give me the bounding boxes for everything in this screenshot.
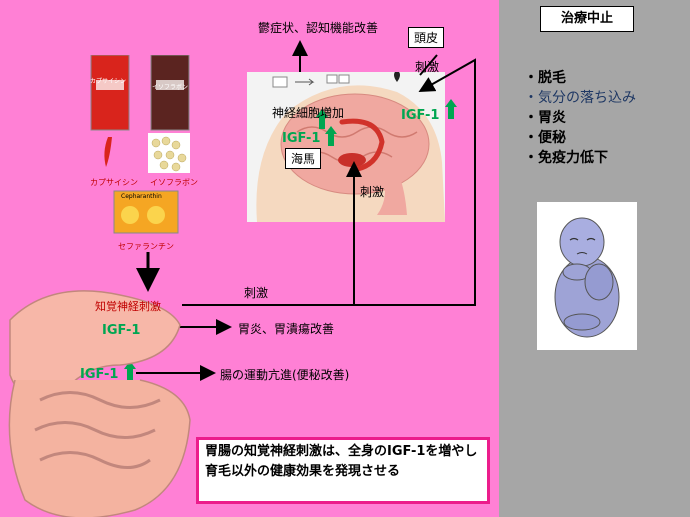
stimulus-label-scalp: 刺激 [415, 60, 440, 74]
package-text-capsaicin: カプサイシン [90, 78, 127, 85]
digestive-tract-illustration [8, 290, 191, 517]
scalp-label: 頭皮 [408, 27, 445, 48]
capsaicin-label: カプサイシン [90, 178, 138, 187]
effect-item-gastritis: ・胃炎 [524, 110, 566, 126]
stimulus-label-stomach: 刺激 [244, 286, 269, 300]
cepharanthine-label: セファランチン [118, 242, 174, 251]
stimulus-label-brain: 刺激 [360, 185, 385, 199]
igf1-label-brain-right: IGF-1 [401, 108, 440, 123]
igf1-label-stomach: IGF-1 [102, 323, 141, 338]
sensory-nerve-label: 知覚神経刺激 [95, 300, 161, 313]
intestine-effect: 腸の運動亢進(便秘改善) [220, 368, 350, 382]
effects-list: ・脱毛 ・気分の落ち込み ・胃炎 ・便秘 ・免疫力低下 [524, 68, 636, 168]
brain-illustration-panel [247, 70, 445, 222]
summary-box: 胃腸の知覚神経刺激は、全身のIGF-1を増やし育毛以外の健康効果を発現させる [196, 437, 490, 504]
package-text-cepharanthin: Cepharanthin [121, 193, 162, 200]
treatment-stop-title: 治療中止 [540, 6, 634, 32]
hippocampus-label: 海馬 [285, 148, 322, 169]
igf1-label-intestine: IGF-1 [80, 367, 119, 382]
supplement-packages [90, 55, 190, 234]
igf1-label-brain-left: IGF-1 [282, 131, 321, 146]
effect-item-immunity: ・免疫力低下 [524, 150, 608, 166]
package-text-isoflavone: イソフラボン [152, 84, 189, 91]
top-note: 鬱症状、認知機能改善 [258, 21, 379, 35]
stomach-effect: 胃炎、胃潰瘍改善 [238, 322, 335, 336]
effect-item-depression: ・気分の落ち込み [524, 90, 636, 106]
effect-item-hair-loss: ・脱毛 [524, 70, 566, 86]
isoflavone-label: イソフラボン [150, 178, 198, 187]
depressed-person-illustration [537, 202, 637, 350]
effect-item-constipation: ・便秘 [524, 130, 566, 146]
neuron-growth-label: 神経細胞増加 [272, 106, 345, 120]
